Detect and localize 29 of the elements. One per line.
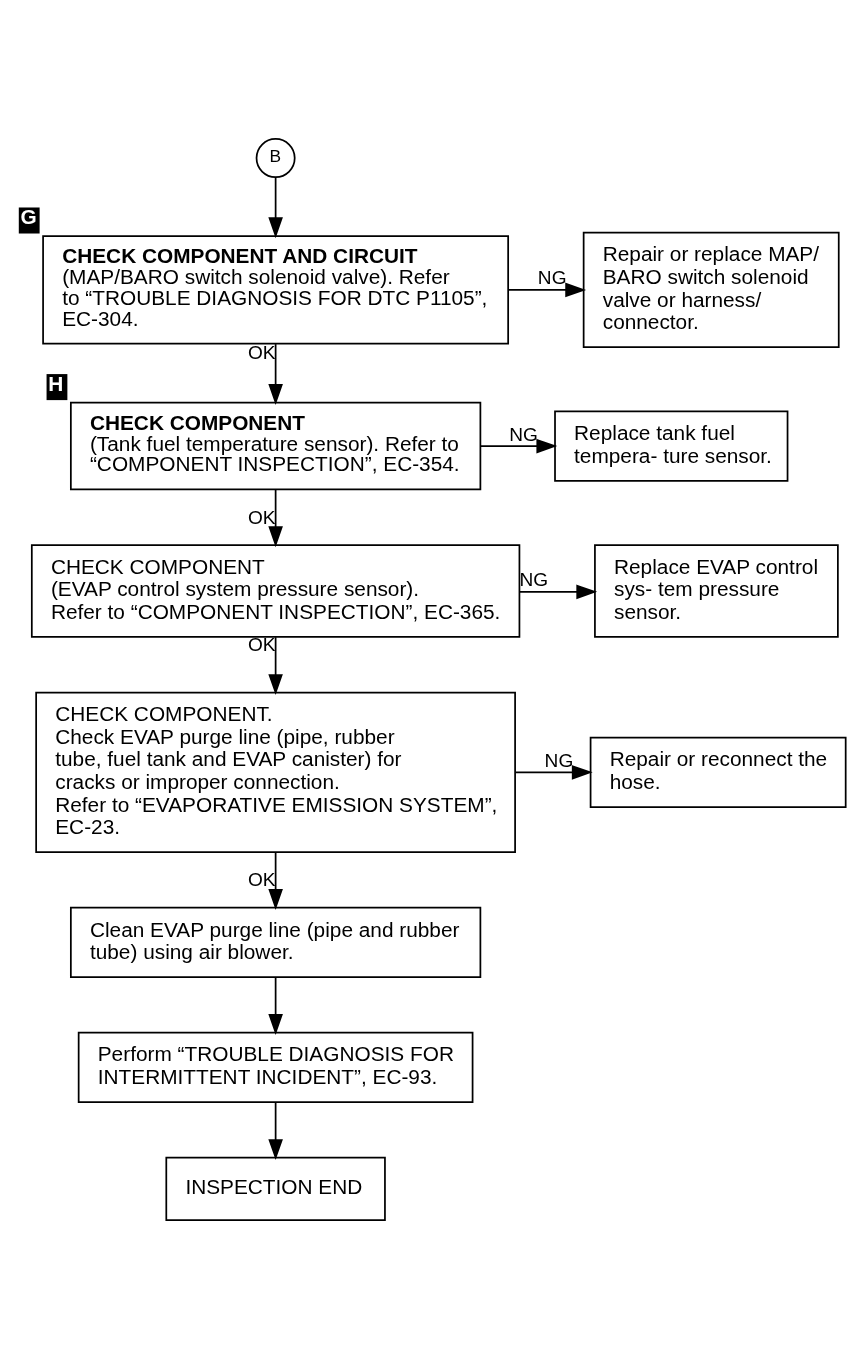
- node-box: Perform “TROUBLE DIAGNOSIS FOR INTERMITTENT INCIDENT”, EC-93.: [77, 1031, 474, 1103]
- edge-label: NG: [544, 749, 574, 771]
- arrow: [514, 765, 593, 780]
- edge-label: OK: [247, 506, 276, 528]
- node-box: Repair or replace MAP/ BARO switch solenoid valve or harness/ connector.: [582, 231, 840, 349]
- arrow: [268, 636, 283, 695]
- arrow: [268, 176, 283, 239]
- arrow: [268, 851, 283, 910]
- node-box: Clean EVAP purge line (pipe and rubber tube) using air blower.: [69, 906, 482, 978]
- edge-label: NG: [519, 569, 549, 591]
- arrow: [268, 976, 283, 1035]
- node-box: INSPECTION END: [165, 1156, 386, 1221]
- arrow: [507, 282, 587, 298]
- node-box: Replace EVAP control sys- tem pressure sensor.: [594, 544, 839, 638]
- arrow: [268, 488, 283, 548]
- arrow: [519, 584, 598, 600]
- arrow: [268, 1101, 283, 1161]
- node-circle: B: [255, 138, 296, 178]
- arrow: [479, 438, 558, 454]
- edge-label: NG: [509, 423, 538, 445]
- arrow: [268, 343, 283, 405]
- node-box: Repair or reconnect the hose.: [589, 736, 847, 808]
- edge-label: OK: [247, 869, 276, 891]
- node-label: H: [48, 371, 64, 395]
- node-box: CHECK COMPONENT (EVAP control system pressure sensor). Refer to “COMPONENT INSPECTION”, EC-365.: [30, 544, 521, 638]
- edge-label: NG: [537, 267, 567, 289]
- node-label: G: [20, 205, 37, 229]
- node-box: CHECK COMPONENT. Check EVAP purge line (pipe, rubber tube, fuel tank and EVAP canister) for cracks or improper connection. Refer to “EVAPORATIVE EMISSION SYSTEM”, EC-23.: [35, 691, 516, 854]
- node-box: Replace tank fuel tempera- ture sensor.: [554, 410, 789, 482]
